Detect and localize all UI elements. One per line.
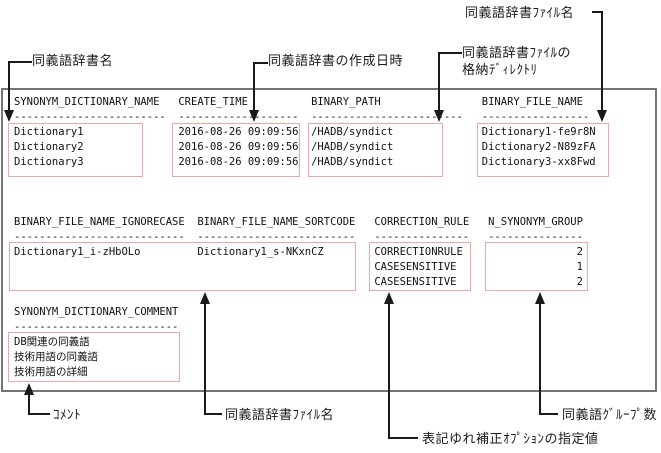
highlight-box-correction-rule xyxy=(369,242,471,291)
console-line: CASESENSITIVE 2 xyxy=(14,276,583,288)
callout-line-correction-option xyxy=(388,303,390,439)
console-line: Dictionary3 2016-08-26 09:09:56 /HADB/sy… xyxy=(14,156,596,168)
callout-label-dictionary-name: 同義語辞書名 xyxy=(32,53,114,68)
console-line: CASESENSITIVE 1 xyxy=(14,261,583,273)
console-line: BINARY_FILE_NAME_IGNORECASE BINARY_FILE_… xyxy=(14,216,583,228)
console-block-2: BINARY_FILE_NAME_IGNORECASE BINARY_FILE_… xyxy=(14,215,583,290)
callout-line-file-name-bottom xyxy=(204,303,206,415)
callout-line-comment xyxy=(28,394,30,415)
callout-line-correction-option xyxy=(388,437,418,439)
callout-line-group-count xyxy=(539,413,558,415)
arrow-down-icon xyxy=(249,110,259,122)
callout-line-file-name-bottom xyxy=(204,413,222,415)
callout-line-storage-directory xyxy=(438,52,440,111)
console-line: SYNONYM_DICTIONARY_COMMENT xyxy=(14,306,179,318)
arrow-up-icon xyxy=(384,292,394,304)
highlight-box-dictionary-name xyxy=(8,123,143,177)
callout-line-comment xyxy=(28,413,50,415)
highlight-box-binary-path xyxy=(308,123,443,177)
highlight-box-comment xyxy=(8,332,180,382)
console-line: --------------------------- ------------… xyxy=(14,231,583,243)
console-frame xyxy=(1,88,657,392)
arrow-down-icon xyxy=(4,110,14,122)
console-line: ------------------------ ---------------… xyxy=(14,111,590,123)
callout-line-dictionary-name xyxy=(8,61,32,63)
callout-label-comment: ｺﾒﾝﾄ xyxy=(53,407,81,422)
arrow-down-icon xyxy=(597,110,607,122)
callout-label-create-time: 同義語辞書の作成日時 xyxy=(268,53,404,68)
console-line: 技術用語の同義語 xyxy=(14,351,98,363)
callout-line-create-time xyxy=(253,62,268,64)
callout-line-dictionary-name xyxy=(8,61,10,111)
callout-line-file-name-top xyxy=(592,11,603,13)
console-line: 技術用語の詳細 xyxy=(14,366,88,378)
arrow-up-icon xyxy=(535,292,545,304)
callout-label-correction-option: 表記ゆれ補正ｵﾌﾟｼｮﾝの指定値 xyxy=(422,431,599,446)
callout-line-create-time xyxy=(253,62,255,111)
console-line: -------------------------- xyxy=(14,321,179,333)
callout-label-storage-directory: 同義語辞書ﾌｧｲﾙの 格納ﾃﾞｨﾚｸﾄﾘ xyxy=(462,44,571,78)
console-line: SYNONYM_DICTIONARY_NAME CREATE_TIME BINA… xyxy=(14,96,583,108)
console-block-1: SYNONYM_DICTIONARY_NAME CREATE_TIME BINA… xyxy=(14,95,596,170)
console-block-3: SYNONYM_DICTIONARY_COMMENT -------------… xyxy=(14,305,178,380)
highlight-box-ignorecase-sortcode xyxy=(9,242,356,291)
callout-line-file-name-top xyxy=(601,11,603,111)
console-line: Dictionary1 2016-08-26 09:09:56 /HADB/sy… xyxy=(14,126,596,138)
highlight-box-create-time xyxy=(172,123,300,177)
console-line: DB関連の同義語 xyxy=(14,336,90,348)
arrow-down-icon xyxy=(434,110,444,122)
highlight-box-binary-file-name xyxy=(477,123,609,177)
callout-label-file-name-bottom: 同義語辞書ﾌｧｲﾙ名 xyxy=(225,407,335,422)
callout-label-line1: 同義語辞書ﾌｧｲﾙの xyxy=(462,45,572,60)
arrow-up-icon xyxy=(200,292,210,304)
console-line: Dictionary1_i-zHbOLo Dictionary1_s-NKxnC… xyxy=(14,246,583,258)
arrow-up-icon xyxy=(24,383,34,395)
highlight-box-synonym-group-count xyxy=(485,242,588,291)
callout-line-storage-directory xyxy=(438,52,462,54)
callout-label-file-name-top: 同義語辞書ﾌｧｲﾙ名 xyxy=(465,5,575,20)
callout-line-group-count xyxy=(539,303,541,415)
console-line: Dictionary2 2016-08-26 09:09:56 /HADB/sy… xyxy=(14,141,596,153)
callout-label-group-count: 同義語ｸﾞﾙｰﾌﾟ数 xyxy=(562,407,658,422)
callout-label-line2: 格納ﾃﾞｨﾚｸﾄﾘ xyxy=(462,62,538,77)
